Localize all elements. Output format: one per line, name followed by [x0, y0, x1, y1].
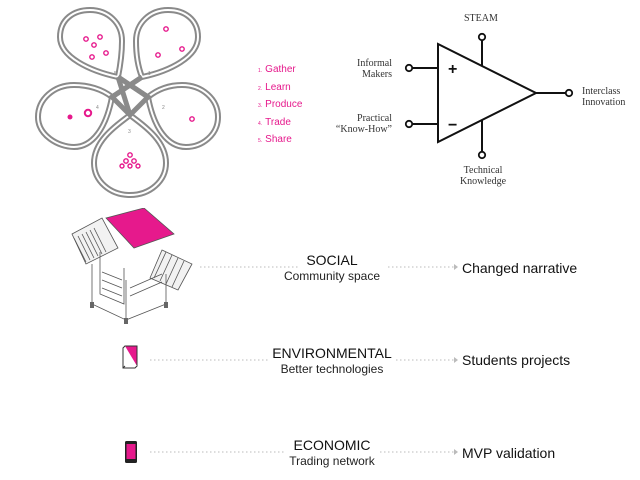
- star-connectors: [108, 74, 152, 119]
- book-icon: [122, 345, 138, 369]
- opamp-diagram: + −: [404, 32, 574, 160]
- petal-number-5: 5: [114, 71, 117, 77]
- economic-result: MVP validation: [462, 445, 556, 461]
- cycle-step: 4.Trade: [258, 116, 291, 128]
- input-bottom-terminal: [404, 119, 414, 129]
- opamp-top-label: STEAM: [464, 13, 498, 24]
- pavilion-structure-illustration: [71, 208, 193, 324]
- petal-number-2: 2: [162, 105, 165, 111]
- top-terminal: [477, 32, 487, 42]
- opamp-bottom-label: Technical Knowledge: [459, 165, 507, 187]
- cycle-step: 3.Produce: [258, 99, 303, 111]
- petal-bottom: [90, 111, 170, 199]
- opamp-triangle: [437, 42, 539, 144]
- petal-number-3: 3: [128, 129, 131, 135]
- petal-left-dot: [67, 114, 73, 120]
- social-category: SOCIAL: [306, 252, 358, 268]
- opamp-input-bottom-label: Practical “Know-How”: [335, 113, 392, 135]
- cycle-step: 1.Gather: [258, 64, 296, 75]
- social-result: Changed narrative: [462, 260, 578, 276]
- pink-roof: [105, 208, 175, 249]
- bottom-terminal: [477, 150, 487, 160]
- cycle-flower-diagram: 1 2 3 4 5: [34, 6, 222, 199]
- economic-category: ECONOMIC: [293, 437, 371, 453]
- petal-number-1: 1: [148, 71, 151, 77]
- cycle-steps-list: 1.Gather 2.Learn 3.Produce 4.Trade 5.Sha…: [258, 62, 302, 150]
- output-terminal: [564, 88, 574, 98]
- plus-sign: +: [448, 61, 457, 78]
- phone-icon: [125, 441, 137, 463]
- opamp-output-label: Interclass Innovation: [582, 86, 626, 108]
- economic-subtitle: Trading network: [289, 454, 375, 468]
- minus-sign: −: [448, 117, 457, 134]
- environmental-subtitle: Better technologies: [280, 362, 384, 376]
- input-top-terminal: [404, 63, 414, 73]
- cycle-step: 5.Share: [258, 134, 292, 146]
- petal-right: [144, 81, 222, 151]
- petal-number-4: 4: [96, 105, 99, 111]
- petal-top-right: [132, 6, 202, 81]
- environmental-result: Students projects: [462, 352, 571, 368]
- petal-dots: [83, 26, 195, 169]
- opamp-input-top-label: Informal Makers: [357, 58, 392, 80]
- cycle-step: 2.Learn: [258, 81, 291, 93]
- petal-top-left: [56, 6, 126, 81]
- petal-left: [34, 81, 116, 151]
- social-subtitle: Community space: [283, 269, 381, 283]
- environmental-category: ENVIRONMENTAL: [272, 345, 392, 361]
